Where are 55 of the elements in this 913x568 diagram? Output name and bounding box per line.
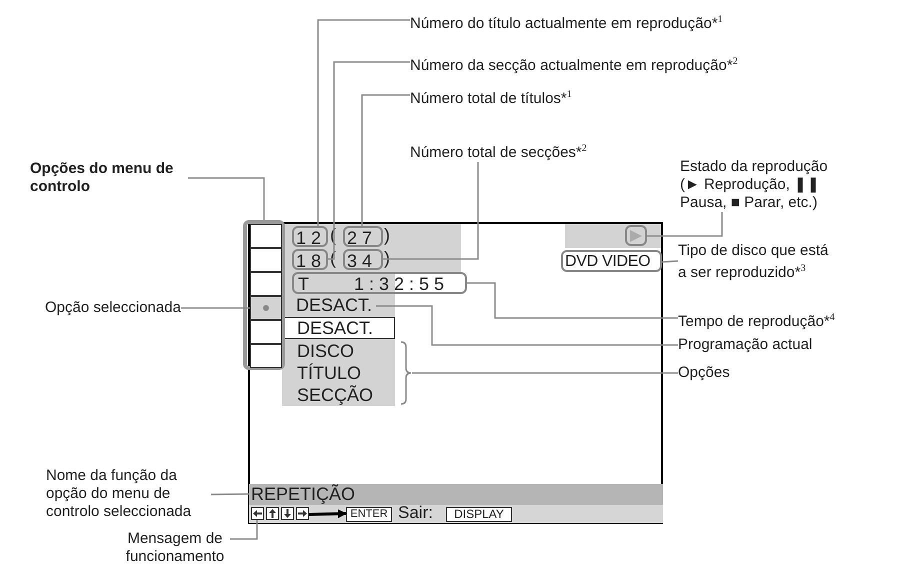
total-chapters: 3 4 <box>343 249 383 270</box>
selected-option: DESACT. <box>282 317 395 339</box>
time-prefix: T <box>298 274 309 294</box>
leader-line <box>467 282 678 319</box>
menu-icon-cell <box>250 224 282 248</box>
callout-text: Programação actual <box>678 336 812 354</box>
menu-icon-cell <box>250 344 282 368</box>
leader-line <box>647 212 723 237</box>
parenthesis: ) <box>384 225 390 245</box>
callout-text: Nome da função da opção do menu de controlo seleccionada <box>46 467 211 521</box>
enter-key: ENTER <box>346 507 392 522</box>
function-name-bar: REPETIÇÃO <box>249 484 663 505</box>
arrow <box>308 509 347 518</box>
time-display <box>292 272 467 294</box>
callout-text: Mensagem de funcionamento <box>120 530 230 566</box>
callout-text: Estado da reprodução (► Reprodução, ❚❚ Pausa, ■ Parar, etc.) <box>680 158 840 212</box>
callout-text: Número total de secções*$^{2}$ <box>410 140 587 162</box>
callout-text: Opções <box>678 364 730 382</box>
callout-text: Tempo de reprodução*$^{4}$ <box>678 309 835 331</box>
leader-line <box>210 493 250 496</box>
menu-icon-column <box>243 220 285 370</box>
leader-line <box>328 61 410 260</box>
leader-line <box>361 94 410 226</box>
help-bar <box>249 505 663 523</box>
leader-line <box>412 372 678 374</box>
callout-text: Número da secção actualmente em reprodução*$^{2}$ <box>410 53 738 75</box>
leader-line <box>230 520 258 540</box>
playback-time: 1 : 3 2 : 5 5 <box>354 274 444 294</box>
leader-line <box>376 305 678 346</box>
display-key: DISPLAY <box>446 507 512 522</box>
callout-text: Tipo de disco que está a ser reproduzido*$^{3}$ <box>678 242 836 282</box>
exit-label: Sair: <box>398 504 433 522</box>
total-titles: 2 7 <box>343 226 383 247</box>
leader-line <box>317 19 410 226</box>
menu-icon-cell <box>250 248 282 272</box>
current-setting: DESACT. <box>296 295 376 316</box>
option-text: TÍTULO <box>297 363 362 383</box>
option-text: SECÇÃO <box>297 385 374 405</box>
menu-icon-cell <box>250 296 282 320</box>
menu-icon-cell <box>250 320 282 344</box>
leader-line <box>188 177 265 220</box>
leader-line <box>383 162 479 260</box>
callout-text: Número total de títulos*$^{1}$ <box>410 86 572 108</box>
menu-icon-cell <box>250 272 282 296</box>
callout-text: Opção seleccionada <box>45 299 181 317</box>
leader-line <box>180 307 250 309</box>
screen-frame <box>248 222 663 524</box>
callout-heading: Opções do menu de controlo <box>30 160 188 196</box>
option-text: DISCO <box>297 341 354 361</box>
leader-line <box>662 260 678 263</box>
chapter-number: 1 8 <box>292 249 328 270</box>
disc-type: DVD VIDEO <box>561 250 662 272</box>
callout-text: Número do título actualmente em reprodução*$^{1}$ <box>410 11 723 33</box>
playback-status-box <box>625 225 647 246</box>
title-number: 1 2 <box>292 226 328 247</box>
